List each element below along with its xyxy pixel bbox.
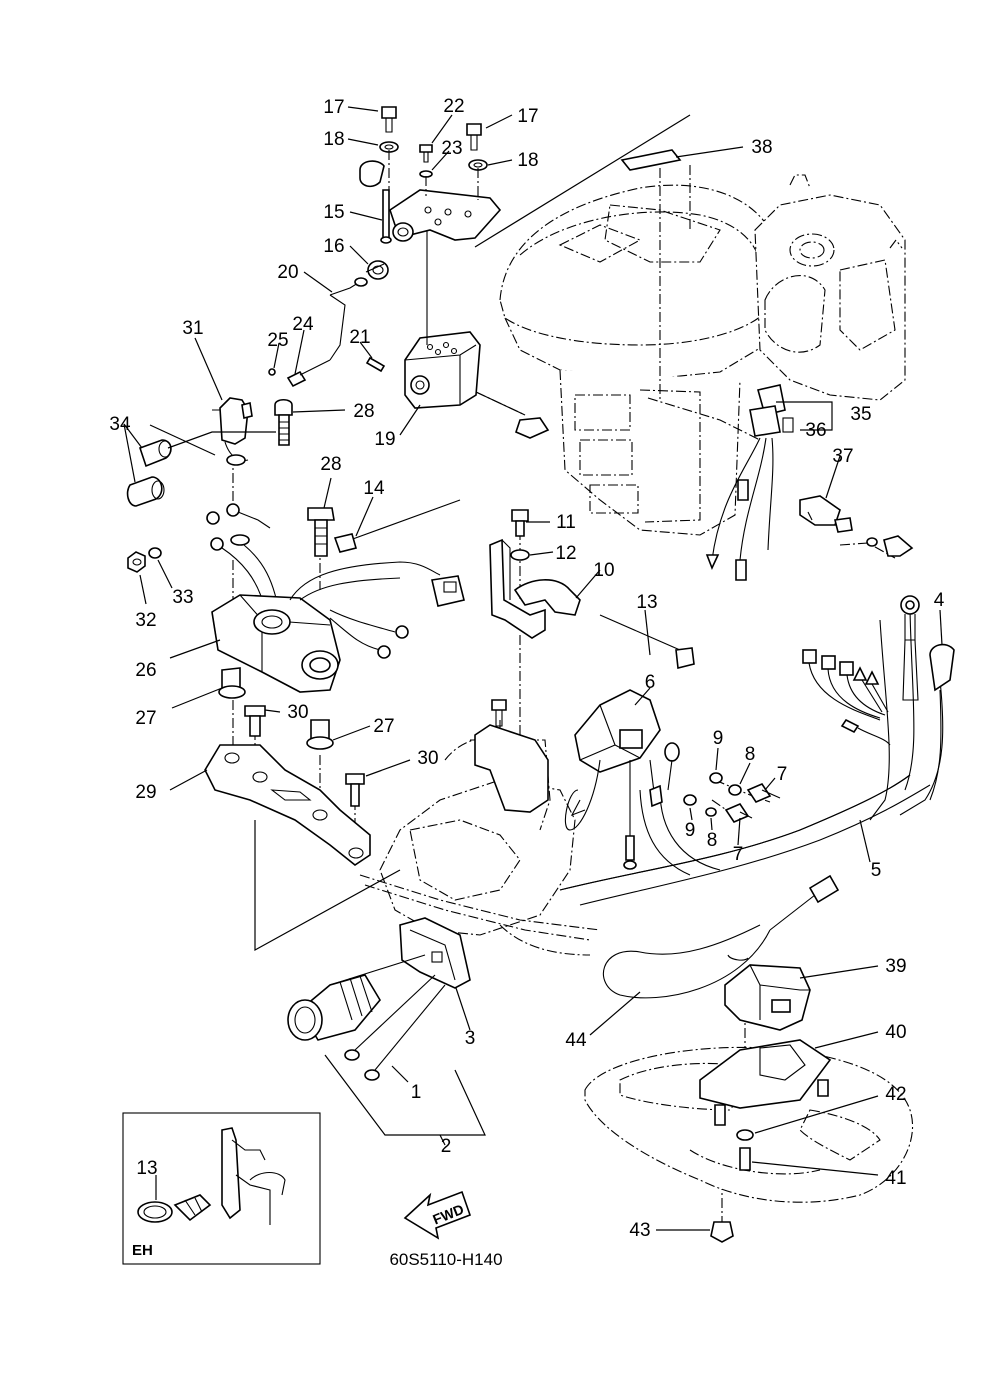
callout-c20: 20	[277, 262, 298, 283]
callout-c21: 21	[349, 327, 370, 348]
callout-c32: 32	[135, 610, 156, 631]
grommet-assembly	[287, 917, 471, 1081]
callout-c8b: 8	[707, 830, 718, 851]
callout-c1: 1	[411, 1082, 422, 1103]
callout-c43: 43	[629, 1220, 650, 1241]
callout-c28a: 28	[353, 401, 374, 422]
callout-c5: 5	[871, 860, 882, 881]
callout-c28b: 28	[320, 454, 341, 475]
callout-c30a: 30	[287, 702, 308, 723]
lower-right-assembly	[584, 874, 914, 1243]
inset-eh	[122, 1112, 321, 1265]
top-bracket-assembly	[268, 106, 550, 439]
callout-c14: 14	[363, 478, 385, 499]
center-assembly	[474, 149, 914, 870]
callout-c8a: 8	[745, 744, 756, 765]
callout-c33: 33	[172, 587, 193, 608]
callout-c27a: 27	[135, 708, 156, 729]
leader-lines	[123, 106, 943, 1231]
callout-c9b: 9	[685, 820, 696, 841]
callout-c4: 4	[934, 590, 945, 611]
callout-c7a: 7	[777, 764, 788, 785]
callout-c18a: 18	[323, 129, 344, 150]
callout-c38: 38	[751, 137, 772, 158]
callout-c29: 29	[135, 782, 156, 803]
callout-c12: 12	[555, 543, 576, 564]
callout-c26: 26	[135, 660, 156, 681]
callout-c16: 16	[323, 236, 344, 257]
callout-c42: 42	[885, 1084, 906, 1105]
callout-c34: 34	[109, 414, 131, 435]
callout-c40: 40	[885, 1022, 906, 1043]
engine-outline	[359, 174, 906, 956]
callout-c44: 44	[565, 1030, 587, 1051]
callout-c36: 36	[805, 420, 826, 441]
callout-c41: 41	[885, 1168, 906, 1189]
callout-c17a: 17	[323, 97, 344, 118]
left-assembly	[126, 397, 465, 866]
drawing-code: 60S5110-H140	[389, 1250, 502, 1269]
callout-c15: 15	[323, 202, 344, 223]
callout-c17b: 17	[517, 106, 538, 127]
callout-c31: 31	[182, 318, 203, 339]
inset-label: EH	[132, 1242, 153, 1259]
callout-c2: 2	[441, 1136, 452, 1157]
callout-c13b: 13	[136, 1158, 157, 1179]
callout-c19: 19	[374, 429, 395, 450]
callout-c9a: 9	[713, 728, 724, 749]
callout-c7b: 7	[733, 844, 744, 865]
fwd-arrow-icon	[403, 1190, 472, 1240]
callout-c13a: 13	[636, 592, 657, 613]
callout-c18b: 18	[517, 150, 538, 171]
callout-c23: 23	[441, 138, 462, 159]
wire-harness	[559, 595, 955, 906]
callout-c30b: 30	[417, 748, 438, 769]
callout-c11: 11	[556, 512, 576, 533]
callout-c24: 24	[292, 314, 314, 335]
callout-labels: 17 22 17 18 23 18 38 15 16 20 31 24 25 2…	[109, 96, 944, 1241]
callout-c6: 6	[645, 672, 656, 693]
callout-c10: 10	[593, 560, 614, 581]
callout-c25: 25	[267, 330, 288, 351]
callout-c27b: 27	[373, 716, 394, 737]
callout-c22: 22	[443, 96, 464, 117]
callout-c35: 35	[850, 404, 871, 425]
callout-c37: 37	[832, 446, 853, 467]
callout-c3: 3	[465, 1028, 476, 1049]
callout-c39: 39	[885, 956, 906, 977]
